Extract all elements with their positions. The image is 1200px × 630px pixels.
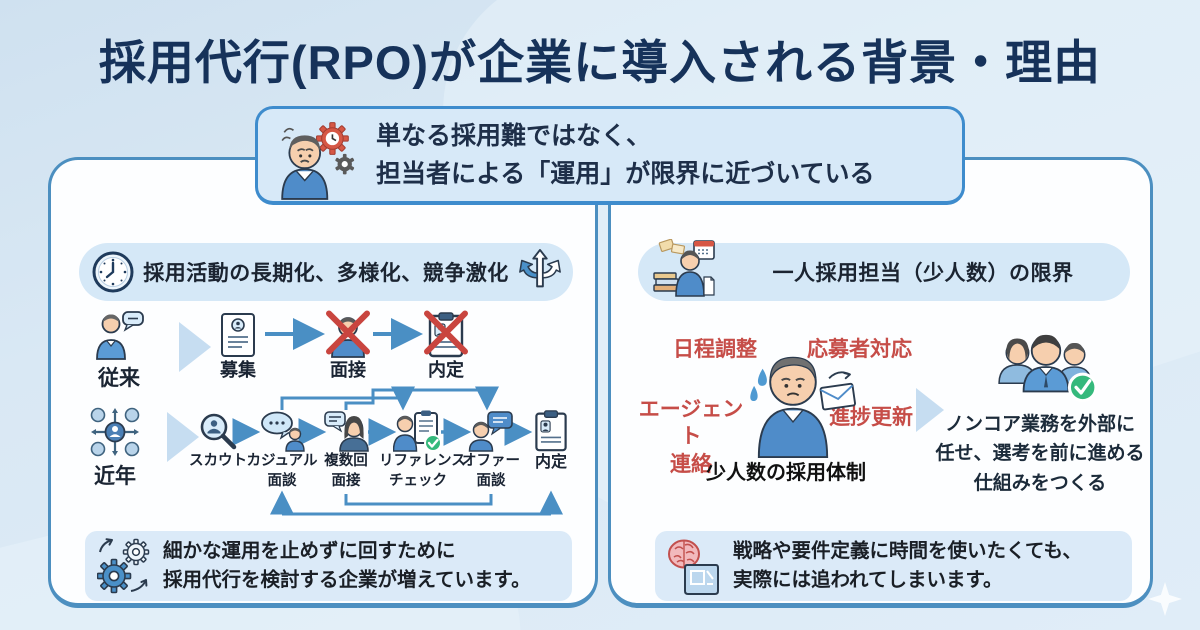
- row-traditional-label: 従来: [98, 367, 140, 390]
- clock-icon: [91, 250, 135, 294]
- row-recent-label: 近年: [94, 465, 136, 488]
- right-panel: 一人採用担当（少人数）の限界 日程調整 応募者対応 エージェント 連絡 進捗更新: [608, 157, 1153, 608]
- document-icon: [198, 312, 278, 358]
- flow-step-reference: リファレンスチェック: [379, 410, 466, 491]
- task-progress-label: 進捗更新: [829, 406, 913, 429]
- traditional-person-icon: [93, 310, 147, 365]
- triangle-arrow: [179, 322, 211, 372]
- left-footer-text: 細かな運用を止めずに回すために 採用代行を検討する企業が増えています。: [163, 539, 531, 591]
- flow-step-multi-interview: 複数回面接: [307, 410, 385, 491]
- flow-step-bosyu: 募集: [198, 312, 278, 382]
- right-panel-header-label: 一人採用担当（少人数）の限界: [772, 262, 1074, 285]
- left-footer-box: 細かな運用を止めずに回すために 採用代行を検討する企業が増えています。: [85, 531, 572, 601]
- flow-step-naitei-crossed: 内定: [406, 310, 486, 382]
- outcome-text: ノンコア業務を外部に 任せ、選考を前に進める 仕組みをつくる: [935, 414, 1145, 494]
- stressed-recruiter-icon: [727, 346, 859, 463]
- reference-check-icon: [379, 410, 457, 452]
- left-panel: 採用活動の長期化、多様化、競争激化: [48, 157, 598, 608]
- right-footer-box: 戦略や要件定義に時間を使いたくても、 実際には追われてしまいます。: [655, 531, 1132, 601]
- gears-cycle-icon: [97, 537, 153, 595]
- team-check-icon: [993, 330, 1099, 411]
- branching-arrows-icon: [517, 248, 563, 296]
- network-icon: [87, 404, 143, 465]
- flow-step-scout: スカウト: [179, 410, 257, 472]
- page-title: 採用代行(RPO)が企業に導入される背景・理由: [98, 36, 1102, 89]
- casual-talk-icon: [243, 410, 321, 452]
- clipboard-icon: [512, 410, 590, 452]
- triangle-arrow: [916, 388, 944, 432]
- stressed-gears-icon: [274, 118, 356, 205]
- offer-talk-icon: [452, 410, 530, 452]
- red-x-icon: [322, 307, 374, 364]
- sparkle-decoration: [1148, 582, 1182, 616]
- interview-person-icon: [308, 310, 388, 358]
- flow-step-casual: カジュアル面談: [243, 410, 321, 491]
- busy-recruiter-icon: [652, 239, 716, 297]
- red-x-icon: [420, 307, 472, 364]
- flow-step-offer: オファー面談: [452, 410, 530, 491]
- brain-blueprint-icon: [667, 537, 723, 595]
- triangle-arrow: [167, 412, 199, 462]
- flow-step-naitei: 内定: [512, 410, 590, 474]
- callout-box: 単なる採用難ではなく、 担当者による「運用」が限界に近づいている: [255, 106, 965, 205]
- task-applicants-label: 応募者対応: [807, 338, 912, 361]
- clipboard-icon: [406, 310, 486, 358]
- right-footer-text: 戦略や要件定義に時間を使いたくても、 実際には追われてしまいます。: [733, 539, 1082, 591]
- task-agent-label: エージェント 連絡: [638, 398, 744, 476]
- left-panel-header: 採用活動の長期化、多様化、競争激化: [79, 243, 573, 301]
- person-caption: 少人数の採用体制: [706, 462, 866, 484]
- scout-magnifier-icon: [179, 410, 257, 452]
- callout-text: 単なる採用難ではなく、 担当者による「運用」が限界に近づいている: [376, 122, 875, 188]
- left-panel-header-label: 採用活動の長期化、多様化、競争激化: [143, 262, 509, 285]
- flow-step-mensetsu-crossed: 面接: [308, 310, 388, 382]
- right-panel-header: 一人採用担当（少人数）の限界: [638, 239, 1130, 301]
- multi-interview-icon: [307, 410, 385, 452]
- task-schedule-label: 日程調整: [673, 338, 757, 361]
